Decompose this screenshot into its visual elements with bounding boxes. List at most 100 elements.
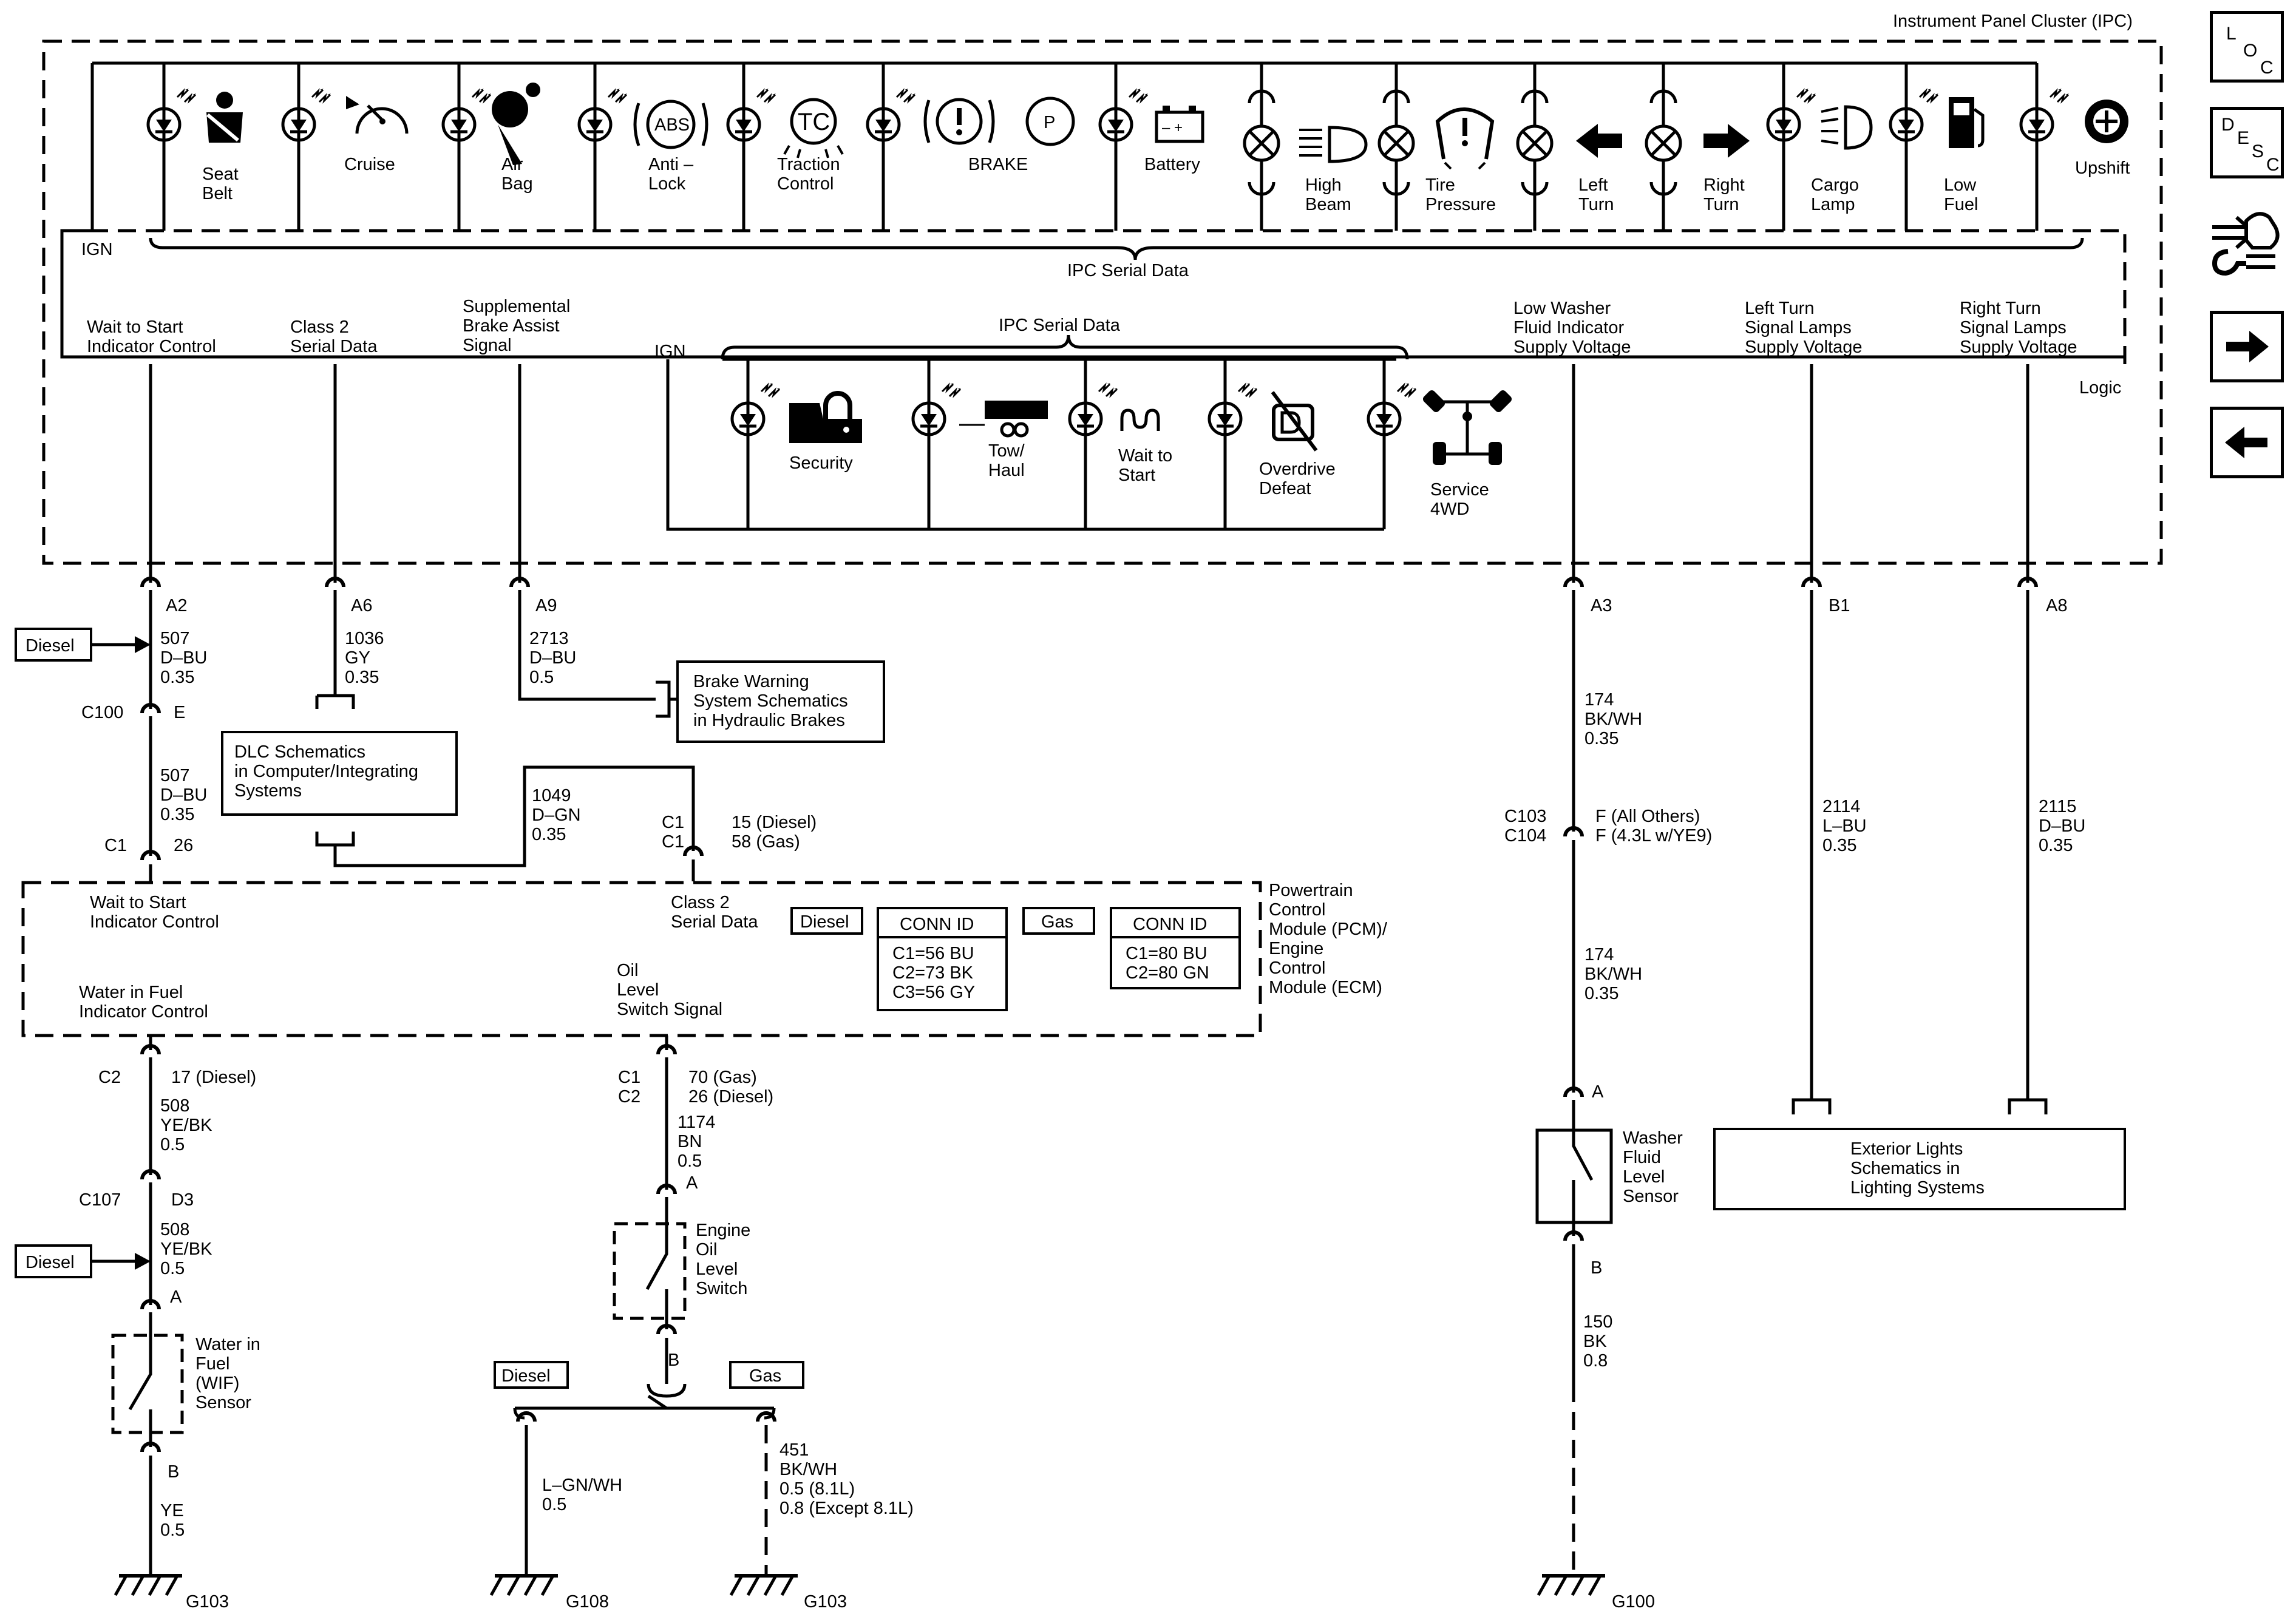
diagram-label: Powertrain: [1269, 881, 1353, 900]
location-button[interactable]: L O C: [2210, 11, 2284, 83]
engine-oil-level-switch: Engine Oil Level Switch: [613, 1220, 750, 1329]
diagram-label: C1: [104, 836, 127, 855]
wrench-arrows-icon: [2212, 212, 2280, 276]
g103-left-label: G103: [186, 1592, 229, 1612]
diagram-label: Class 2: [290, 317, 349, 337]
diagram-label: Systems: [234, 781, 302, 801]
diagram-label: D–GN: [532, 805, 581, 825]
diagram-label: 0.5: [160, 1520, 185, 1540]
diagram-label: Low: [1944, 175, 1977, 195]
diagram-label: 0.8: [1583, 1351, 1608, 1371]
diagram-label: Module (ECM): [1269, 978, 1382, 997]
diagram-label: YE: [160, 1501, 184, 1520]
diagram-label: 508: [160, 1096, 189, 1116]
diagram-label: 0.35: [345, 668, 379, 687]
diagram-label: Module (PCM)/: [1269, 920, 1388, 939]
diagram-label: 0.35: [1584, 984, 1618, 1003]
diagram-label: – +: [1162, 120, 1183, 136]
diagram-label: 0.5: [529, 668, 554, 687]
cargo-lamp-icon: [1821, 105, 1873, 150]
diagram-label: Lock: [648, 174, 686, 194]
diagram-label: Engine: [1269, 939, 1323, 958]
diagram-label: Oil: [617, 961, 638, 980]
diagram-label: Left: [1578, 175, 1608, 195]
upshift-icon: [2085, 100, 2128, 143]
diagram-label: A: [686, 1173, 698, 1193]
diagram-label: 0.5: [542, 1495, 566, 1514]
diagram-label: 150: [1583, 1312, 1612, 1332]
diagram-label: Belt: [202, 184, 233, 203]
diagram-label: Fluid Indicator: [1513, 318, 1624, 337]
diagram-label: GY: [345, 648, 370, 668]
diagram-label: Fuel: [195, 1354, 229, 1374]
diagram-label: A3: [1591, 596, 1612, 615]
diagram-label: YE/BK: [160, 1239, 212, 1259]
diagram-label: 15 (Diesel): [732, 813, 817, 832]
diagram-label: Right Turn: [1960, 299, 2041, 318]
diagram-label: in Computer/Integrating: [234, 762, 418, 781]
diagram-label: BN: [678, 1132, 702, 1151]
diagram-label: System Schematics: [693, 691, 848, 711]
tools-button[interactable]: [2210, 203, 2284, 288]
diagram-label: 1174: [678, 1113, 715, 1132]
diagram-label: 0.5 (8.1L): [779, 1479, 855, 1499]
diagram-label: 70 (Gas): [688, 1068, 757, 1087]
security-icon: [789, 391, 862, 443]
ipc-boundary: [42, 39, 2163, 565]
diagram-label: Tow/: [988, 441, 1025, 461]
cargo-lamp-indicator: Cargo Lamp: [1768, 63, 1873, 231]
diagram-label: Engine: [696, 1221, 750, 1240]
traction-control-icon: TC: [783, 98, 844, 158]
diagram-label: CONN ID: [900, 915, 974, 934]
diagram-label: B: [668, 1351, 679, 1370]
diagram-label: Left Turn: [1745, 299, 1814, 318]
diesel-tag-c107: Diesel: [15, 1244, 151, 1278]
logic-label: Logic: [2079, 378, 2121, 398]
diagram-label: 1036: [345, 629, 384, 648]
tow-haul-icon: [959, 401, 1048, 438]
diagram-label: Haul: [988, 461, 1025, 480]
high-beam-icon: [1299, 126, 1368, 163]
diagram-label: C1: [662, 813, 684, 832]
pcm-label: Powertrain Control Module (PCM)/ Engine …: [1269, 881, 1388, 997]
next-button[interactable]: [2210, 311, 2284, 382]
diagram-label: Control: [1269, 958, 1326, 978]
washer-fluid-level-sensor: Washer Fluid Level Sensor: [1535, 1100, 1683, 1236]
diagram-label: Switch Signal: [617, 1000, 722, 1019]
diagram-label: Wait to: [1118, 446, 1172, 466]
diagram-label: 0.35: [2039, 836, 2073, 855]
diagram-label: CONN ID: [1133, 915, 1207, 934]
diagram-label: Serial Data: [290, 337, 378, 356]
diagram-label: C107: [79, 1190, 121, 1210]
diagram-label: Cargo: [1811, 175, 1859, 195]
diagram-label: Gas: [749, 1366, 781, 1386]
right-arrow-icon: [1703, 124, 1750, 158]
diagram-label: Washer: [1623, 1128, 1683, 1148]
diagram-label: 0.35: [160, 668, 194, 687]
exterior-lights-ref[interactable]: Exterior Lights Schematics in Lighting S…: [1713, 1128, 2126, 1210]
diagram-label: D–BU: [160, 785, 207, 805]
diagram-label: Fluid: [1623, 1148, 1661, 1167]
diagram-label: 0.5: [160, 1135, 185, 1154]
high-beam-indicator: High Beam: [1245, 63, 1368, 231]
diagram-label: Switch: [696, 1279, 747, 1298]
diagram-label: Supply Voltage: [1513, 337, 1631, 357]
wait-to-start-indicator: Wait to Start: [1070, 359, 1172, 529]
wif-sensor: Water in Fuel (WIF) Sensor: [111, 1333, 260, 1447]
cruise-indicator: Cruise: [283, 63, 409, 231]
back-button[interactable]: [2210, 407, 2284, 478]
diagram-label: A9: [535, 596, 557, 615]
diagram-label: C1=80 BU: [1126, 944, 1207, 963]
diagram-label: Class 2: [671, 893, 730, 912]
diagram-label: 0.5: [160, 1259, 185, 1278]
battery-icon: – +: [1155, 106, 1204, 143]
diagram-label: F (All Others): [1595, 807, 1700, 826]
diagram-label: Traction: [777, 155, 840, 174]
diagram-label: Signal: [463, 336, 512, 355]
diagram-label: L–BU: [1822, 816, 1867, 836]
description-button[interactable]: D E S C: [2210, 107, 2284, 178]
diagram-label: TC: [798, 109, 830, 135]
